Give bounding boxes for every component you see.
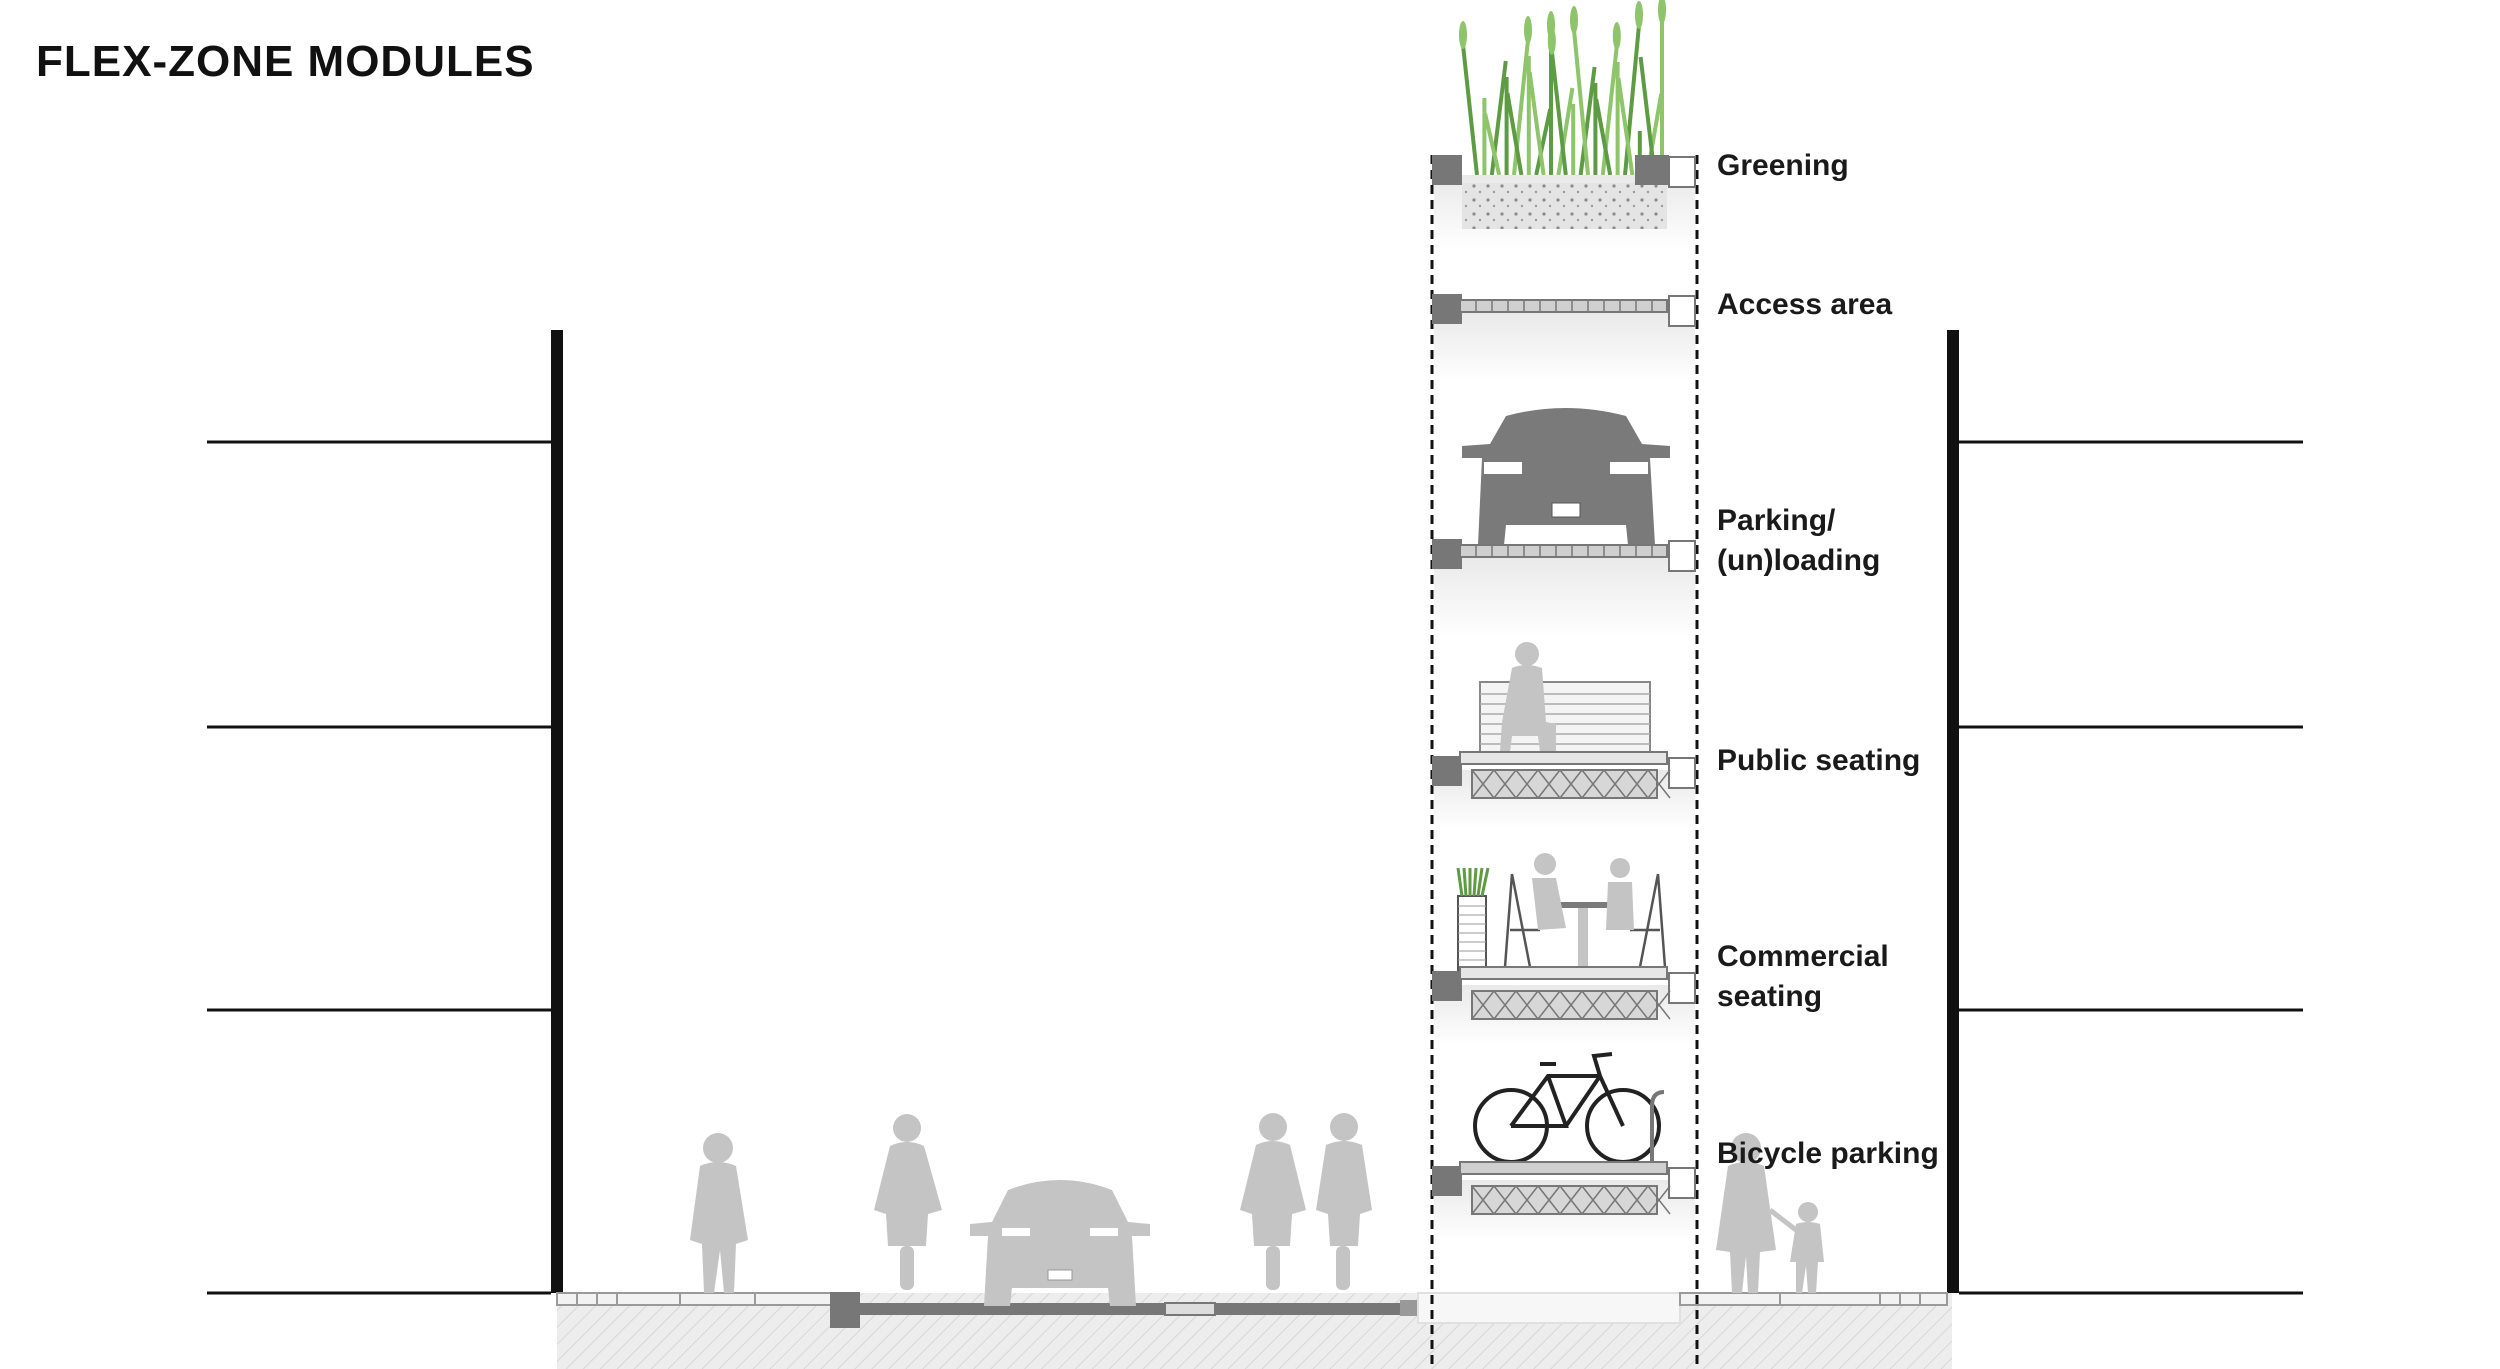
- module-gutter: [1668, 156, 1696, 188]
- cyclist-icon: [1240, 1113, 1306, 1290]
- module-4: Public seating: [1432, 642, 1920, 830]
- bicycle-icon: [1473, 1052, 1665, 1164]
- left-curb: [830, 1292, 860, 1328]
- street-figures: [690, 1113, 1824, 1306]
- module-curb: [1432, 294, 1462, 324]
- deck-boards: [1459, 1161, 1668, 1175]
- cyclist-icon: [874, 1114, 942, 1290]
- module-curb: [1432, 756, 1462, 786]
- module-curb: [1432, 1166, 1462, 1196]
- diagram-title: FLEX-ZONE MODULES: [36, 37, 535, 86]
- pedestrian-icon: [690, 1133, 748, 1293]
- street-car-icon: [970, 1180, 1150, 1306]
- module-label: Greening: [1717, 149, 1849, 182]
- module-paving: [1459, 544, 1668, 558]
- module-gutter: [1668, 757, 1696, 789]
- module-ground: [1434, 557, 1695, 637]
- car-icon: [1462, 408, 1670, 545]
- bike-rack-icon: [1650, 1090, 1665, 1162]
- left-facade-wall: [551, 330, 563, 1293]
- module-label: Access area: [1717, 288, 1892, 321]
- soil-bed: [1462, 183, 1667, 229]
- module-curb: [1432, 155, 1462, 185]
- planter-edge: [1635, 155, 1669, 185]
- module-label-line: Access area: [1717, 288, 1892, 321]
- module-label: Commercial seating: [1717, 940, 1889, 1013]
- deck-boards: [1459, 751, 1668, 765]
- left-building: [207, 330, 563, 1295]
- flex-zone-ground: [1417, 1292, 1681, 1324]
- flex-zone-edge: [1400, 1300, 1418, 1316]
- deck-boards: [1459, 966, 1668, 980]
- left-sidewalk-paving: [556, 1292, 848, 1306]
- module-6: Bicycle parking: [1432, 1052, 1939, 1240]
- module-label-line: Parking/: [1717, 504, 1836, 537]
- module-label-line: (un)loading: [1717, 544, 1880, 577]
- module-2: Access area: [1432, 288, 1892, 382]
- module-label-line: Public seating: [1717, 744, 1920, 777]
- module-gutter: [1668, 1167, 1696, 1199]
- module-label-line: Commercial: [1717, 940, 1889, 973]
- module-paving: [1459, 299, 1668, 313]
- module-label: Bicycle parking: [1717, 1137, 1939, 1170]
- module-label: Public seating: [1717, 744, 1920, 777]
- module-gutter: [1668, 540, 1696, 572]
- cafe-table-icon: [1456, 853, 1667, 972]
- module-ground: [1434, 312, 1695, 382]
- module-label-line: Bicycle parking: [1717, 1137, 1939, 1170]
- module-3: Parking/ (un)loading: [1432, 408, 1880, 637]
- module-1: Greening: [1432, 0, 1849, 250]
- right-building: [1947, 330, 2303, 1295]
- street-ground: [556, 1292, 1952, 1369]
- module-curb: [1432, 539, 1462, 569]
- cyclist-icon: [1316, 1113, 1372, 1290]
- module-label-line: Greening: [1717, 149, 1849, 182]
- grass-planter-icon: [1459, 0, 1666, 176]
- module-label-line: seating: [1717, 980, 1822, 1013]
- right-sidewalk-paving: [1679, 1292, 1948, 1306]
- right-facade-wall: [1947, 330, 1959, 1293]
- bench-person-icon: [1479, 642, 1651, 755]
- module-gutter: [1668, 295, 1696, 327]
- module-5: Commercial seating: [1432, 853, 1889, 1045]
- module-gutter: [1668, 972, 1696, 1004]
- drain-grate: [1164, 1302, 1216, 1316]
- module-label: Parking/ (un)loading: [1717, 504, 1880, 577]
- adult-with-child-icon: [1716, 1133, 1824, 1293]
- module-curb: [1432, 971, 1462, 1001]
